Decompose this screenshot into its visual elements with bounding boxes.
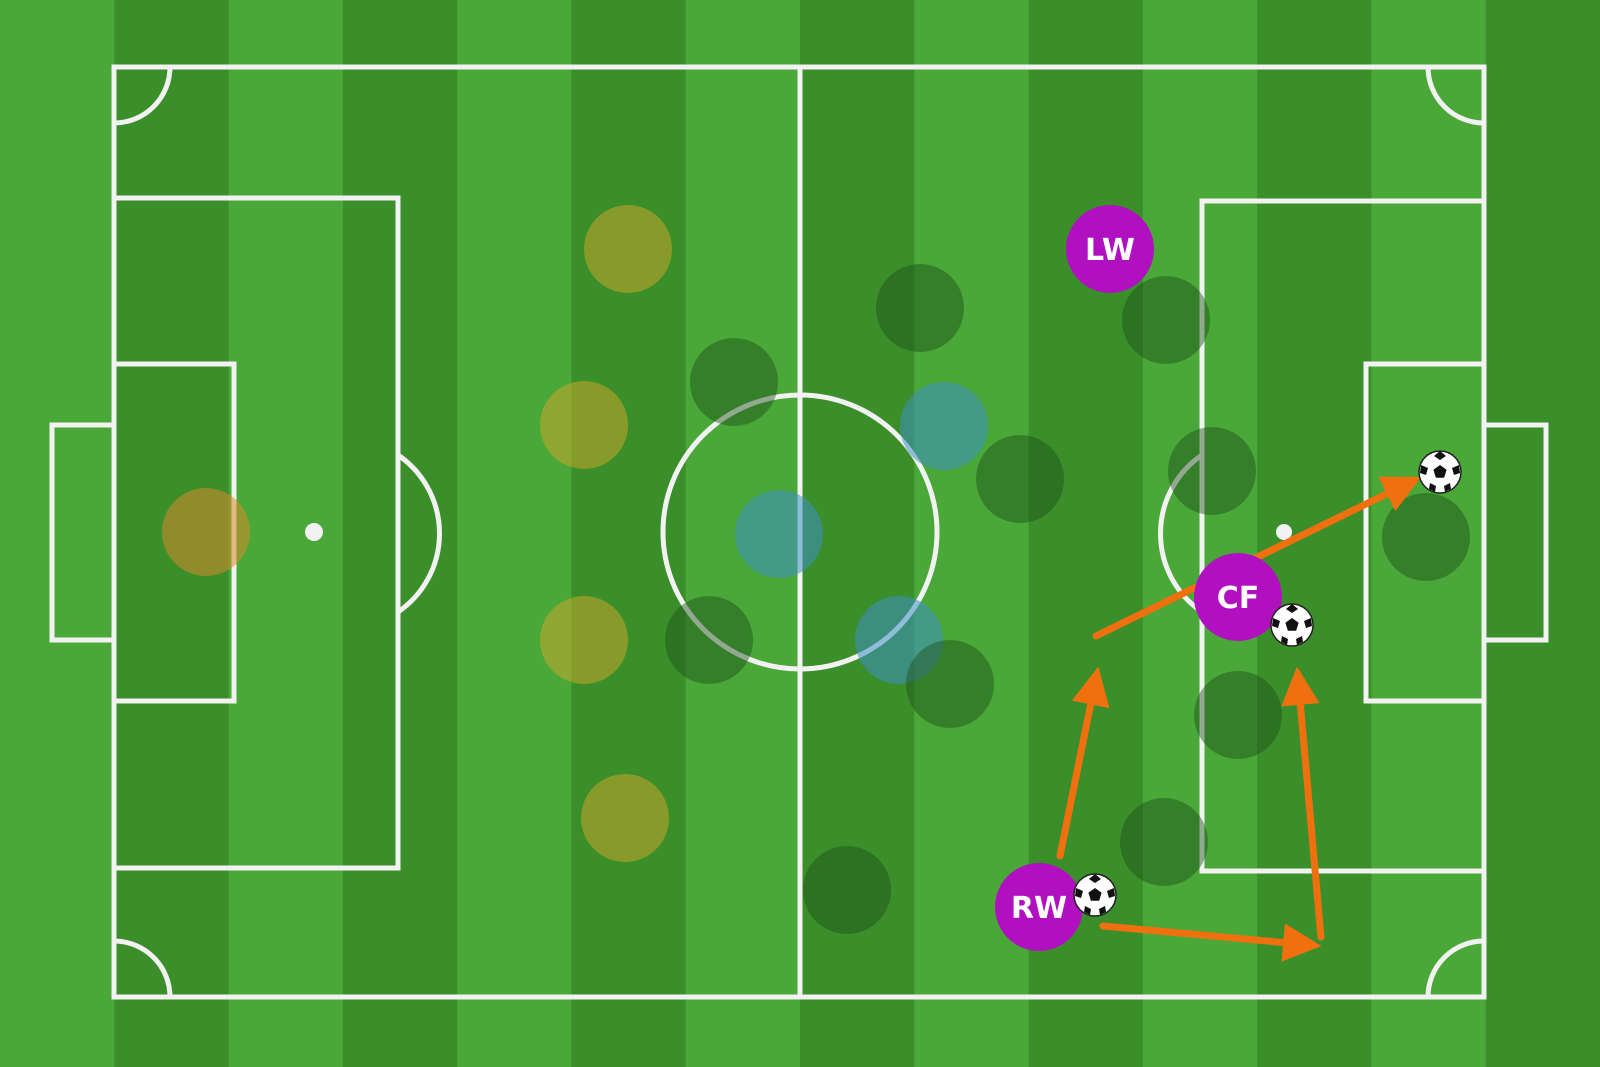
ghost-midfielder-1 [735, 490, 823, 578]
corner-arc-bottom-right [1425, 938, 1485, 998]
player-lw-marker [1066, 205, 1154, 293]
player-cf-marker [1194, 553, 1282, 641]
grass-stripe [1371, 0, 1487, 1067]
ghost-opponent-10 [1120, 798, 1208, 886]
ghost-midfielder-2 [900, 382, 988, 470]
player-rw[interactable]: RW [995, 863, 1083, 951]
grass-stripe [571, 0, 687, 1067]
ghost-opponent-11 [803, 846, 891, 934]
ghost-defender-2 [540, 381, 628, 469]
ghost-opponent-3 [976, 435, 1064, 523]
ghost-defender-3 [540, 596, 628, 684]
ghost-opponent-5 [1168, 427, 1256, 515]
corner-arc-top-left [113, 66, 173, 126]
arrow-rw-run-forward [1056, 666, 1110, 860]
player-rw-label: RW [1011, 891, 1067, 926]
left-penalty-arc [396, 452, 442, 615]
player-rw-marker [995, 863, 1083, 951]
ghost-players [162, 205, 1470, 934]
arrow-pass-to-cf [1281, 666, 1325, 941]
ghost-midfielder-3 [855, 596, 943, 684]
player-cf-label: CF [1217, 581, 1260, 616]
corner-arc-bottom-left [113, 938, 173, 998]
player-lw-label: LW [1085, 233, 1135, 268]
ghost-goalkeeper [162, 488, 250, 576]
grass-stripe [0, 0, 116, 1067]
player-lw[interactable]: LW [1066, 205, 1154, 293]
soccer-ball-icon [1073, 873, 1117, 917]
right-penalty-spot [1276, 524, 1292, 540]
ghost-defender-4 [581, 774, 669, 862]
corner-arc-top-right [1425, 66, 1485, 126]
ghost-opponent-8 [906, 640, 994, 728]
ghost-opponent-6 [1382, 493, 1470, 581]
arrow-rw-dribble-right [1099, 922, 1322, 962]
player-cf[interactable]: CF [1194, 553, 1282, 641]
grass-stripe [1485, 0, 1600, 1067]
ghost-opponent-1 [876, 264, 964, 352]
ghost-opponent-9 [1194, 671, 1282, 759]
ghost-opponent-2 [690, 338, 778, 426]
centre-circle [660, 392, 940, 672]
left-penalty-spot [305, 523, 323, 541]
soccer-ball-icon [1270, 603, 1314, 647]
soccer-ball-icon [1418, 450, 1462, 494]
left-goal [49, 422, 117, 643]
ghost-opponent-4 [1122, 276, 1210, 364]
right-goal [1481, 422, 1549, 643]
ghost-opponent-7 [665, 596, 753, 684]
grass-stripe [457, 0, 573, 1067]
grass-stripe [1257, 0, 1373, 1067]
ghost-defender-1 [584, 205, 672, 293]
